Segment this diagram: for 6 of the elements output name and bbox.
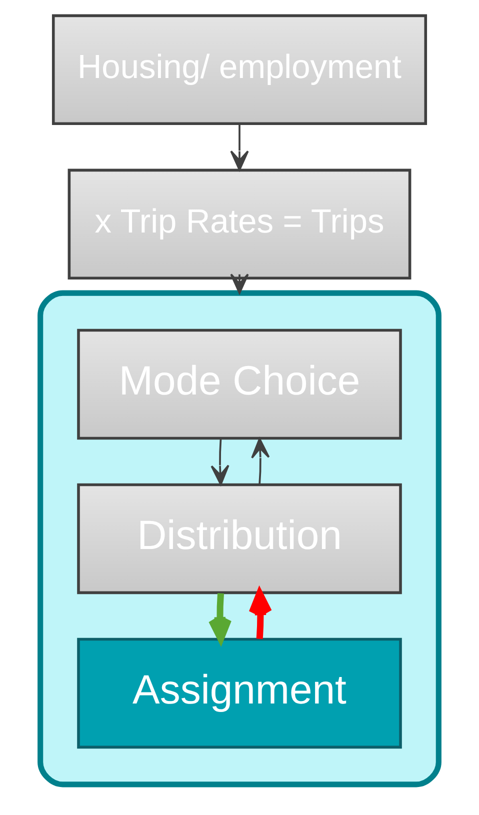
- arrow: [210, 438, 230, 486]
- arrow: [230, 273, 249, 294]
- node-box: Assignment: [77, 638, 402, 749]
- arrow: [251, 438, 270, 484]
- cluster: [38, 290, 442, 788]
- arrow: [230, 124, 249, 171]
